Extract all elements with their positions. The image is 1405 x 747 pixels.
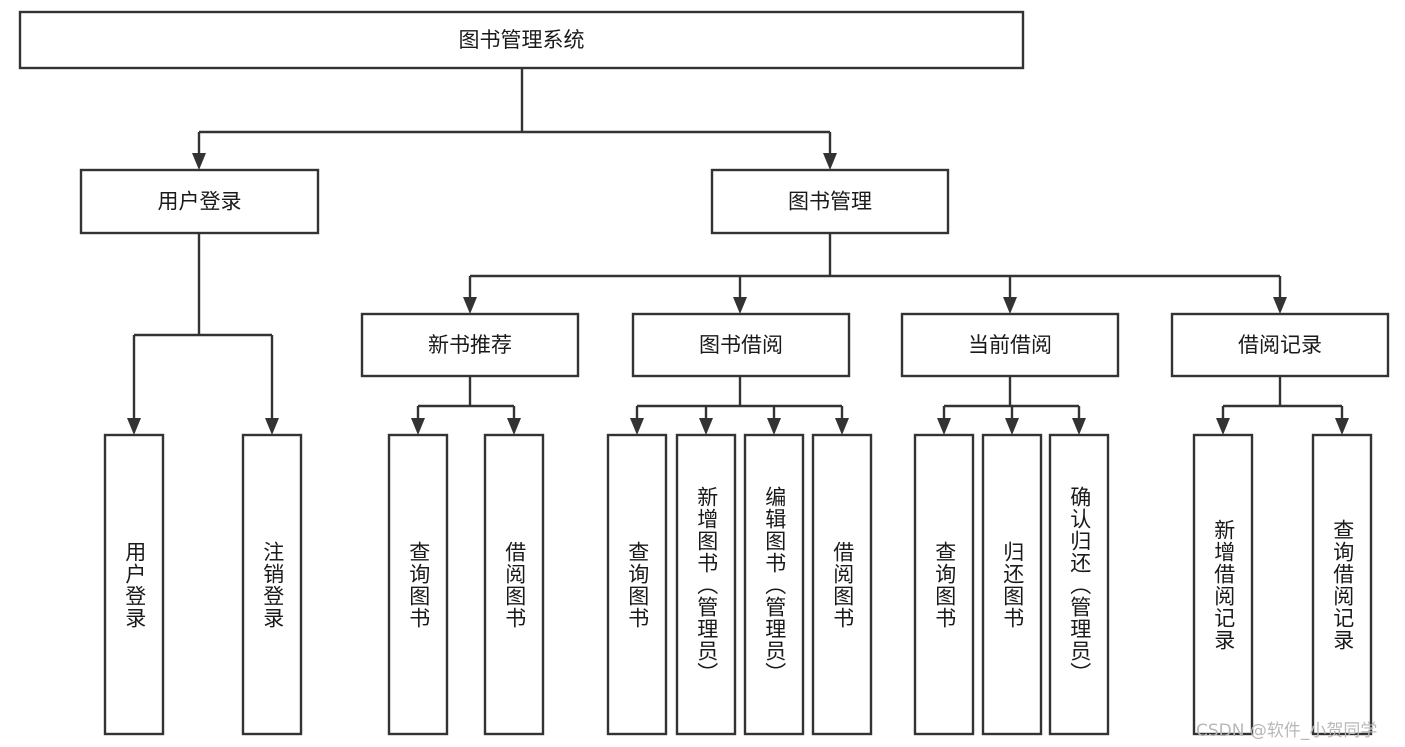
arrow-head-icon (411, 418, 425, 435)
node-box-rect[interactable] (18, 10, 1025, 70)
leaf-node-leaf-query-book-2[interactable] (606, 433, 668, 736)
level1-node-book-manage[interactable]: 图书管理 (710, 168, 950, 235)
node-box-rect[interactable] (103, 433, 165, 736)
node-label: 借阅记录 (1238, 333, 1322, 357)
arrow-head-icon (1335, 418, 1349, 435)
arrow-head-icon (192, 153, 206, 170)
arrow-head-icon (507, 418, 521, 435)
level2-node-current-borrow[interactable]: 当前借阅 (900, 312, 1120, 378)
leaf-node-leaf-return-book[interactable] (981, 433, 1043, 736)
node-box-rect[interactable] (710, 168, 950, 235)
leaf-node-leaf-user-login[interactable] (103, 433, 165, 736)
node-label: 用户登录 (158, 190, 242, 214)
leaf-node-leaf-edit-book[interactable] (743, 433, 805, 736)
node-box-rect[interactable] (387, 433, 449, 736)
node-box-rect[interactable] (631, 312, 851, 378)
arrow-head-icon (1273, 297, 1287, 314)
arrow-head-icon (1003, 297, 1017, 314)
node-box-rect[interactable] (241, 433, 303, 736)
connector-borrow-record (1216, 376, 1349, 435)
arrow-head-icon (767, 418, 781, 435)
level2-node-new-book-rec[interactable]: 新书推荐 (360, 312, 580, 378)
leaf-node-leaf-add-book[interactable] (675, 433, 737, 736)
arrow-head-icon (699, 418, 713, 435)
node-box-rect[interactable] (1192, 433, 1254, 736)
arrow-head-icon (1005, 418, 1019, 435)
level2-node-book-borrow[interactable]: 图书借阅 (631, 312, 851, 378)
arrow-head-icon (265, 418, 279, 435)
arrow-head-icon (937, 418, 951, 435)
node-box-rect[interactable] (606, 433, 668, 736)
leaf-node-leaf-logout[interactable] (241, 433, 303, 736)
level1-node-user-login[interactable]: 用户登录 (79, 168, 320, 235)
node-box-rect[interactable] (675, 433, 737, 736)
arrow-head-icon (630, 418, 644, 435)
node-box-rect[interactable] (900, 312, 1120, 378)
connector-book-borrow (630, 376, 849, 435)
leaf-node-leaf-confirm-return[interactable] (1048, 433, 1110, 736)
leaf-node-leaf-query-record[interactable] (1311, 433, 1373, 736)
node-label: 图书管理系统 (459, 28, 585, 52)
arrow-head-icon (733, 297, 747, 314)
csdn-watermark: CSDN @软件_小贺同学 (1196, 721, 1378, 741)
arrow-head-icon (463, 297, 477, 314)
node-box-rect[interactable] (360, 312, 580, 378)
arrow-head-icon (1072, 418, 1086, 435)
leaf-node-leaf-query-book-1[interactable] (387, 433, 449, 736)
node-box-rect[interactable] (79, 168, 320, 235)
node-label: 当前借阅 (968, 333, 1052, 357)
node-box-rect[interactable] (1170, 312, 1390, 378)
connector-root (192, 68, 837, 170)
leaf-node-leaf-add-record[interactable] (1192, 433, 1254, 736)
arrow-head-icon (835, 418, 849, 435)
node-box-rect[interactable] (483, 433, 545, 736)
arrow-head-icon (823, 153, 837, 170)
node-box-rect[interactable] (1048, 433, 1110, 736)
level2-node-borrow-record[interactable]: 借阅记录 (1170, 312, 1390, 378)
node-box-rect[interactable] (913, 433, 975, 736)
root-node-root[interactable]: 图书管理系统 (18, 10, 1025, 70)
leaf-node-leaf-borrow-book-2[interactable] (811, 433, 873, 736)
connector-new-book-rec (411, 376, 521, 435)
node-box-rect[interactable] (981, 433, 1043, 736)
node-label: 图书管理 (788, 190, 872, 214)
node-label: 新书推荐 (428, 333, 512, 357)
arrow-head-icon (1216, 418, 1230, 435)
node-box-rect[interactable] (811, 433, 873, 736)
node-box-rect[interactable] (1311, 433, 1373, 736)
connector-book-manage (463, 233, 1287, 314)
arrow-head-icon (127, 418, 141, 435)
node-label: 图书借阅 (699, 333, 783, 357)
leaf-node-leaf-query-book-3[interactable] (913, 433, 975, 736)
node-box-rect[interactable] (743, 433, 805, 736)
connector-user-login (127, 233, 279, 435)
connector-current-borrow (937, 376, 1086, 435)
leaf-node-leaf-borrow-book-1[interactable] (483, 433, 545, 736)
